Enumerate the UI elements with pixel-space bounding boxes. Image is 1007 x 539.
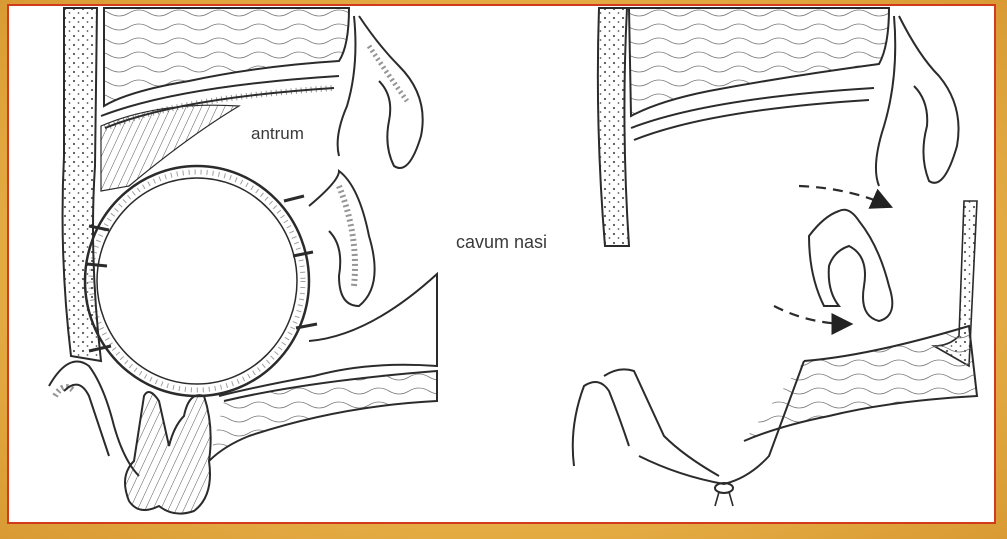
- antrum-label: antrum: [251, 124, 304, 144]
- tooth: [125, 392, 211, 514]
- suture-knot-icon: [715, 483, 733, 506]
- middle-turbinate-right: [876, 16, 959, 186]
- nasal-floor-right: [744, 326, 977, 441]
- right-panel: [573, 8, 977, 506]
- gingiva-right: [573, 382, 629, 466]
- left-panel: [49, 8, 437, 514]
- lower-flow-arrow: [774, 306, 849, 324]
- cavum-nasi-label: cavum nasi: [456, 232, 547, 253]
- lateral-wall-right: [598, 8, 629, 246]
- orbital-floor-left: [104, 8, 349, 106]
- middle-turbinate-left: [338, 16, 423, 168]
- orbital-floor-right: [629, 8, 889, 116]
- inferior-turbinate-right: [809, 210, 892, 321]
- gingiva-left: [49, 362, 139, 477]
- hatched-membrane: [101, 105, 239, 191]
- illustration-frame: antrum cavum nasi: [7, 4, 996, 524]
- cyst-cavity: [85, 166, 309, 396]
- upper-flow-arrow: [799, 186, 889, 206]
- surgical-diagram: [9, 6, 994, 522]
- lateral-wall-left: [63, 8, 101, 361]
